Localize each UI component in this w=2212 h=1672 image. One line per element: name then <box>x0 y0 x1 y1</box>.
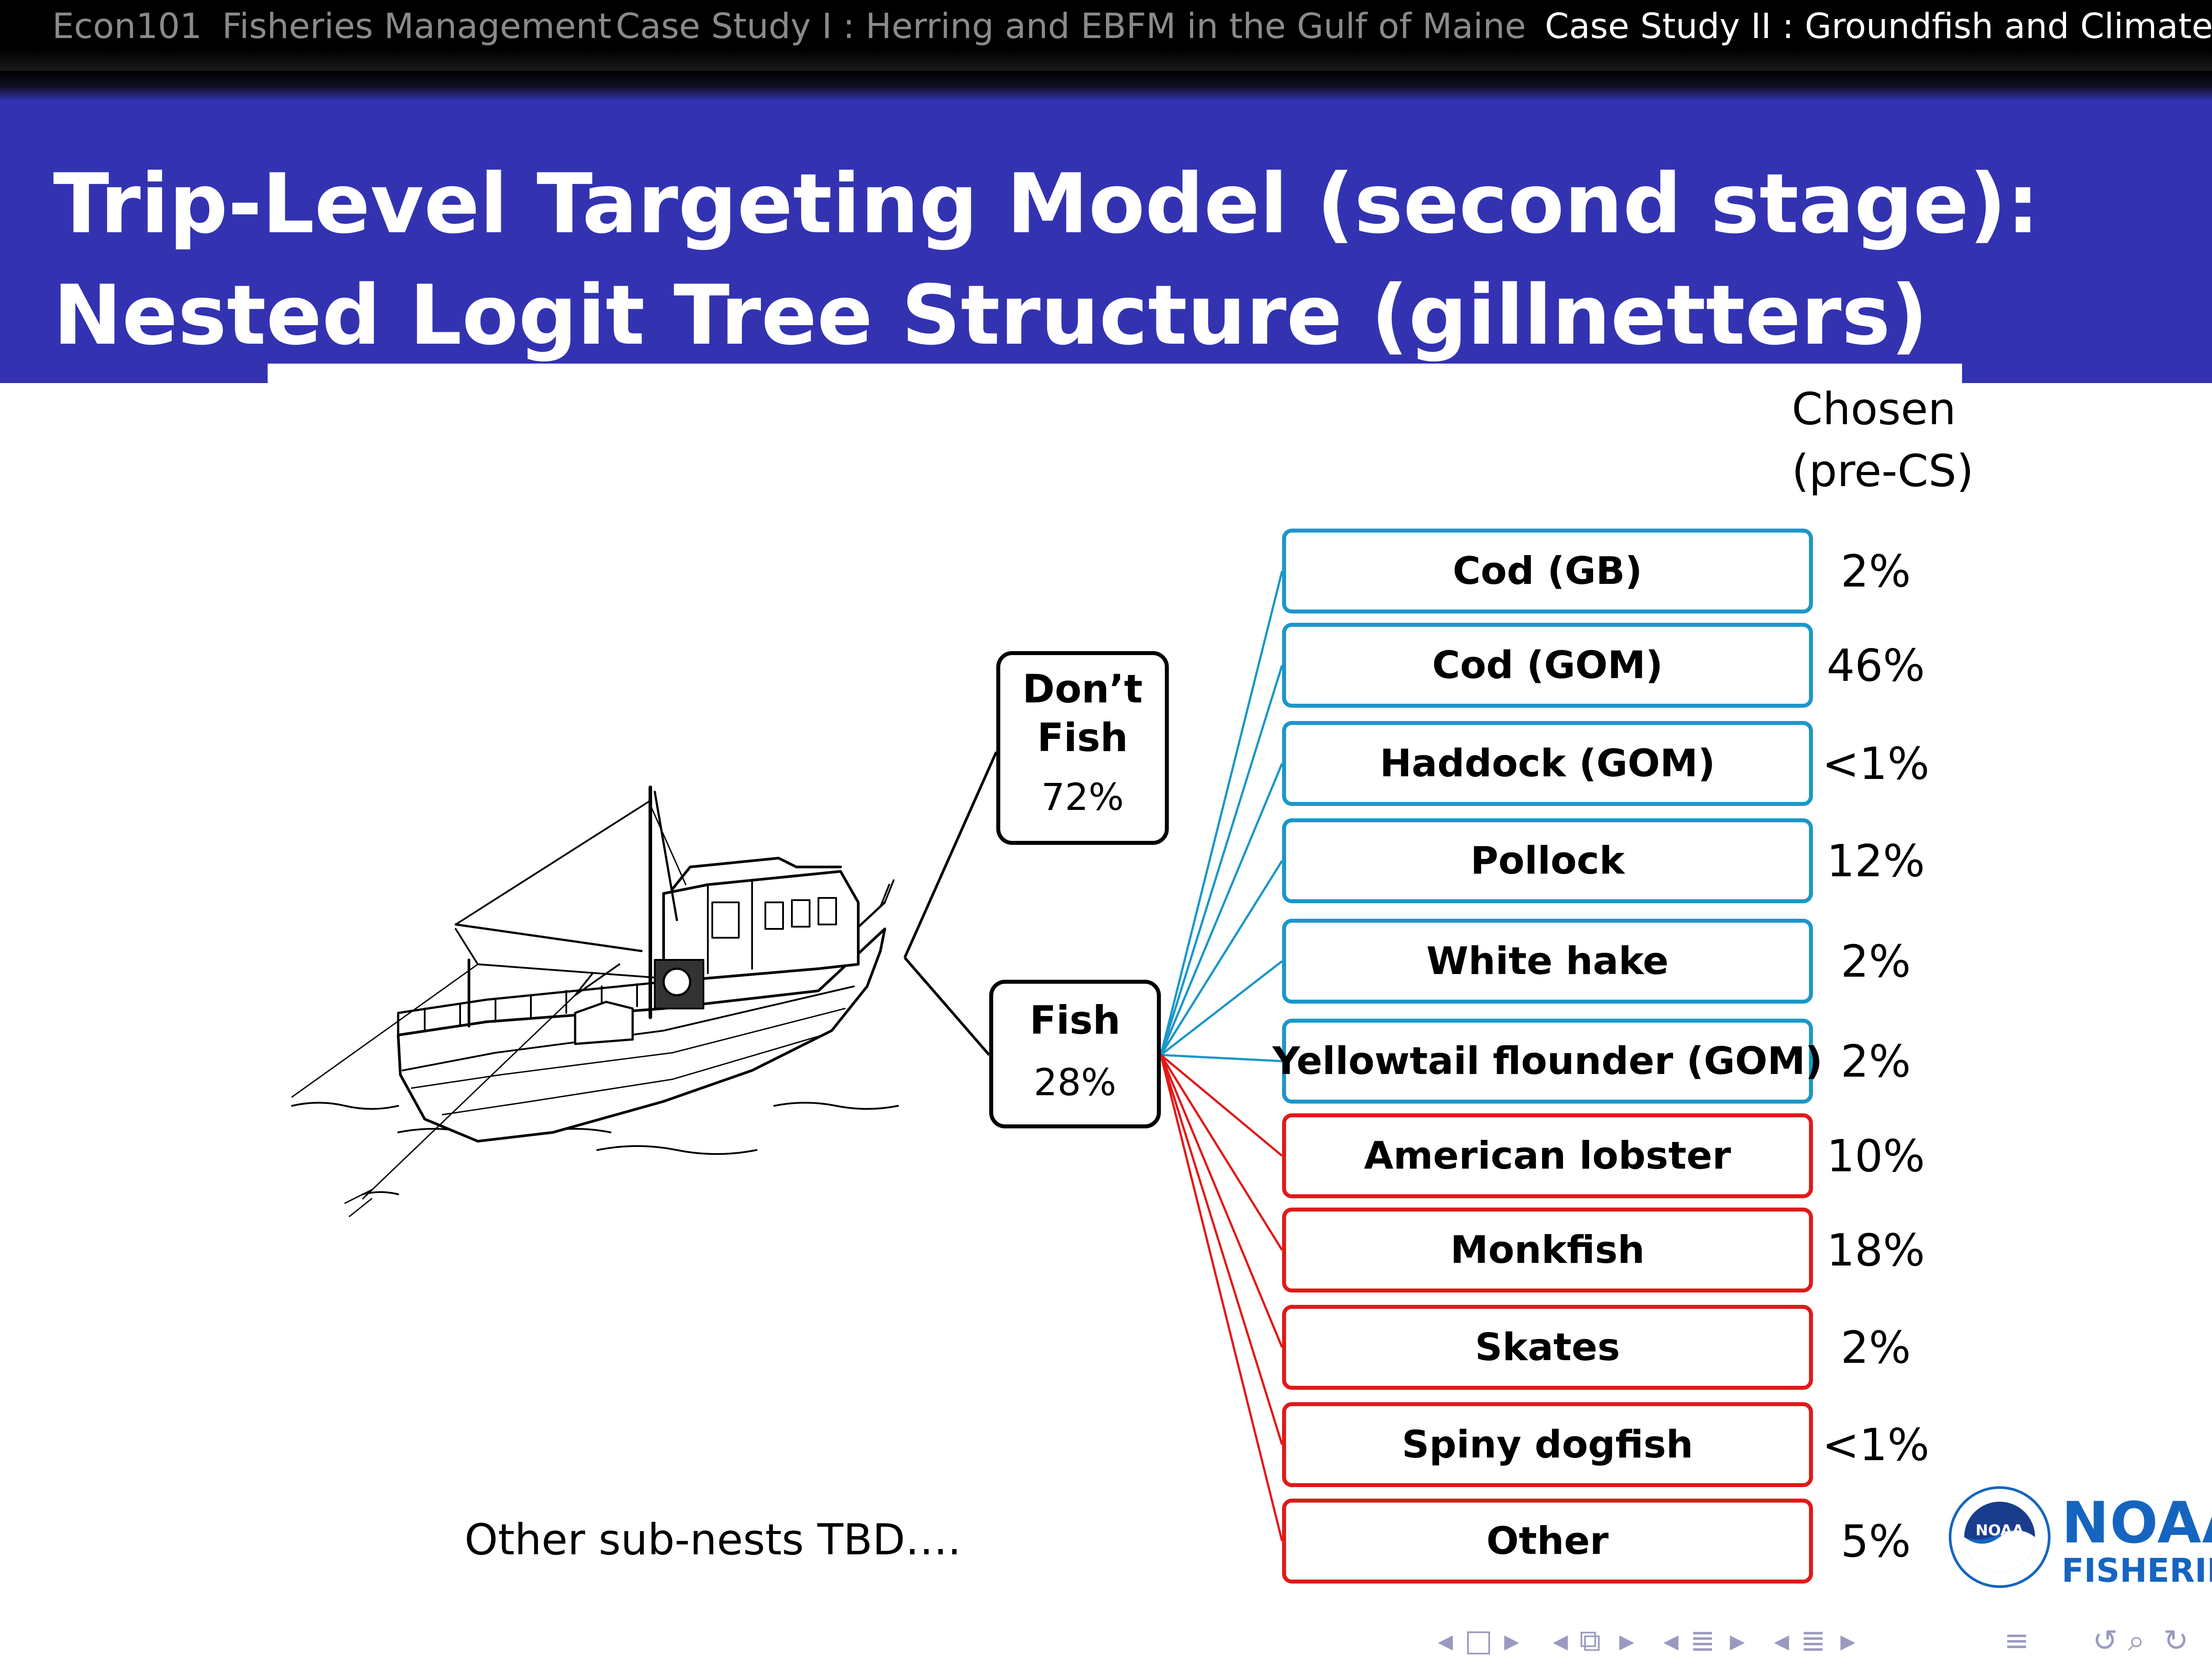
nav-item-econ101[interactable]: Econ101 <box>52 7 202 46</box>
fish-to-species-line <box>1160 763 1283 1055</box>
species-box: Cod (GOM) <box>1282 623 1813 708</box>
chosen-header-line-1: Chosen <box>1792 383 1956 435</box>
fish-to-species-line <box>1160 1055 1283 1542</box>
fish-to-species-line <box>1160 1055 1283 1348</box>
subsubsection-prev-icon[interactable]: ◂ <box>1774 1623 1790 1658</box>
species-box: American lobster <box>1282 1113 1813 1198</box>
subsubsection-icon[interactable]: ≣ <box>1801 1623 1826 1658</box>
species-box: Haddock (GOM) <box>1282 721 1813 806</box>
title-line-2: Nested Logit Tree Structure (gillnetters… <box>53 267 1928 363</box>
chosen-header-line-2: (pre-CS) <box>1792 445 1974 497</box>
align-icon[interactable]: ≡ <box>2004 1623 2029 1658</box>
search-icon[interactable]: ⌕ <box>2128 1623 2145 1658</box>
root-to-dont-fish-line <box>903 751 998 959</box>
dont-fish-node: Don’t Fish 72% <box>996 651 1169 845</box>
sub-nests-note: Other sub-nests TBD…. <box>465 1515 961 1565</box>
fish-label: Fish <box>1029 997 1121 1043</box>
section-prev-icon[interactable]: ◂ <box>1663 1623 1679 1658</box>
species-box: Monkfish <box>1282 1208 1813 1292</box>
subsection-prev-icon[interactable]: ◂ <box>1553 1623 1568 1658</box>
species-box: Spiny dogfish <box>1282 1402 1813 1487</box>
species-share: <1% <box>1822 737 1930 790</box>
species-box: Skates <box>1282 1305 1813 1390</box>
noaa-fisheries-logo: NOAA FISHERIES <box>2062 1490 2212 1590</box>
species-box: Pollock <box>1282 818 1813 903</box>
subsection-next-icon[interactable]: ▸ <box>1619 1623 1635 1658</box>
fish-to-species-line <box>1160 860 1283 1056</box>
species-box: White hake <box>1282 919 1813 1004</box>
species-share: 2% <box>1840 1321 1911 1373</box>
fish-to-species-line <box>1160 1054 1283 1157</box>
species-share: 12% <box>1826 835 1925 887</box>
frame-title-bar <box>0 100 2212 383</box>
species-box: Cod (GB) <box>1282 529 1813 614</box>
species-share: 2% <box>1840 545 1911 597</box>
title-line-1: Trip-Level Targeting Model (second stage… <box>53 156 2039 252</box>
species-share: <1% <box>1822 1419 1930 1471</box>
logo-line-2: FISHERIES <box>2062 1552 2212 1590</box>
frame-title: Trip-Level Targeting Model (second stage… <box>53 148 2044 371</box>
species-share: 2% <box>1840 935 1911 987</box>
species-box: Yellowtail flounder (GOM) <box>1272 1019 1823 1104</box>
root-to-fish-line <box>903 957 991 1056</box>
section-icon[interactable]: ≣ <box>1690 1623 1715 1658</box>
nav-item-case-study-1[interactable]: Case Study I : Herring and EBFM in the G… <box>616 7 1526 46</box>
species-share: 10% <box>1826 1130 1925 1182</box>
navigation-shadow <box>0 71 2212 100</box>
forward-icon[interactable]: ↻ <box>2163 1623 2189 1658</box>
noaa-seal-text: NOAA <box>1975 1522 2024 1539</box>
chosen-column-header: Chosen (pre-CS) <box>1792 378 1974 502</box>
fish-to-species-line <box>1160 1054 1283 1251</box>
frame-icon[interactable]: □ <box>1464 1623 1493 1658</box>
dont-fish-share: 72% <box>1041 775 1124 819</box>
nav-item-case-study-2[interactable]: Case Study II : Groundfish and Climate C… <box>1545 7 2212 46</box>
dont-fish-label-2: Fish <box>1037 715 1128 760</box>
beamer-navigation-controls: ◂ □ ▸ ◂ ⧉ ▸ ◂ ≣ ▸ ◂ ≣ ▸ ≡ ↺ ⌕ ↻ <box>1438 1623 2212 1659</box>
dont-fish-label-1: Don’t <box>1022 666 1143 712</box>
fish-to-species-line <box>1160 665 1283 1055</box>
fish-to-species-line <box>1160 1055 1283 1445</box>
section-next-icon[interactable]: ▸ <box>1730 1623 1745 1658</box>
species-box: Other <box>1282 1499 1813 1584</box>
tree-connectors <box>903 571 1283 1542</box>
noaa-seal-icon: NOAA <box>1949 1486 2051 1588</box>
species-share: 46% <box>1826 639 1925 691</box>
frame-next-icon[interactable]: ▸ <box>1504 1623 1520 1658</box>
species-share: 2% <box>1840 1035 1911 1087</box>
species-share: 5% <box>1840 1515 1911 1567</box>
subsubsection-next-icon[interactable]: ▸ <box>1840 1623 1856 1658</box>
fish-share: 28% <box>1033 1061 1117 1104</box>
logo-line-1: NOAA <box>2062 1490 2212 1556</box>
frame-prev-icon[interactable]: ◂ <box>1438 1623 1453 1658</box>
fish-to-species-line <box>1160 960 1283 1056</box>
subsection-icon[interactable]: ⧉ <box>1579 1623 1601 1658</box>
species-share: 18% <box>1826 1224 1925 1276</box>
section-navigation-bar: Econ101 Fisheries Management Case Study … <box>0 0 2212 71</box>
fishing-boat-illustration <box>291 786 899 1217</box>
fish-to-species-line <box>1160 1054 1283 1062</box>
fish-to-species-line <box>1160 571 1283 1055</box>
fish-node: Fish 28% <box>989 980 1161 1128</box>
nav-item-fisheries-management[interactable]: Fisheries Management <box>222 7 611 46</box>
back-icon[interactable]: ↺ <box>2093 1623 2118 1658</box>
